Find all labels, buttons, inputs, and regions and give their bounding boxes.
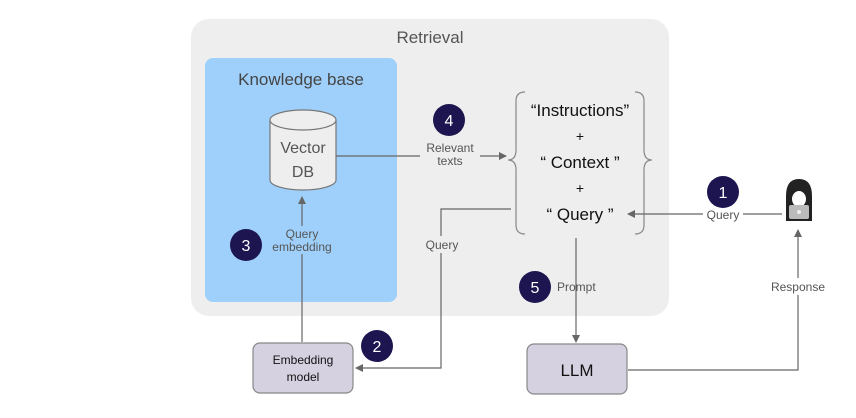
knowledge-base-title: Knowledge base: [238, 70, 364, 89]
embedding-model-label-2: model: [287, 370, 320, 384]
edge-label-query-embedding-2: embedding: [272, 240, 331, 254]
llm-label: LLM: [560, 361, 593, 380]
step-circle-3: 3: [230, 229, 262, 261]
prompt-plus-2: +: [576, 180, 584, 196]
prompt-query: “ Query ”: [546, 205, 613, 224]
step-circle-5: 5: [519, 271, 551, 303]
vector-db-cylinder: [269, 109, 337, 191]
embedding-model-label-1: Embedding: [273, 353, 334, 367]
retrieval-title: Retrieval: [396, 28, 463, 47]
step-circle-1: 1: [707, 176, 739, 208]
edge-label-prompt: Prompt: [557, 280, 596, 294]
user-hacker-icon: [786, 179, 812, 221]
prompt-instructions: “Instructions”: [531, 101, 630, 120]
prompt-template-braces: [507, 91, 653, 235]
prompt-context: “ Context ”: [540, 153, 620, 172]
embedding-model-node: [252, 342, 354, 394]
edge-label-query-embedding-1: Query: [286, 227, 319, 241]
llm-node: [526, 343, 628, 395]
arrow-query-to-embedding-model: [355, 208, 511, 372]
step-number-5: 5: [531, 280, 540, 297]
step-circle-4: 4: [433, 104, 465, 136]
edge-label-relevant: Relevant: [426, 141, 474, 155]
prompt-plus-1: +: [576, 128, 584, 144]
edge-label-user-query: Query: [707, 208, 740, 222]
edge-label-response: Response: [771, 280, 825, 294]
step-circle-2: 2: [361, 330, 393, 362]
vector-db-label-line1: Vector: [280, 140, 326, 157]
step-number-1: 1: [719, 185, 728, 202]
edge-label-query-to-embedding: Query: [426, 238, 459, 252]
arrow-llm-response-to-user: [628, 229, 802, 371]
step-number-4: 4: [445, 113, 454, 130]
edge-label-texts: texts: [437, 154, 462, 168]
vector-db-label-line2: DB: [292, 164, 314, 181]
step-number-2: 2: [373, 339, 382, 356]
step-number-3: 3: [242, 238, 251, 255]
